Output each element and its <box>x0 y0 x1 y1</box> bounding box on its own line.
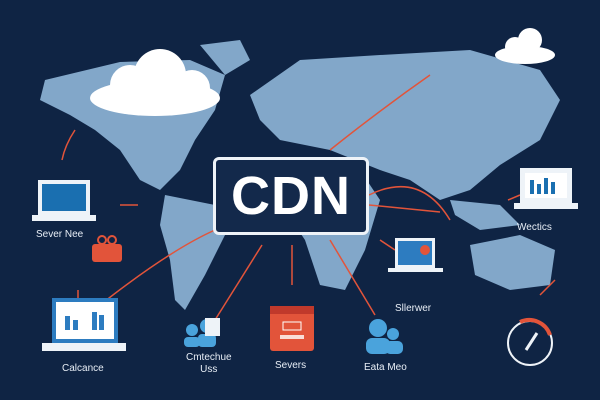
label-calcance: Calcance <box>62 363 104 374</box>
laptop-icon-calcance <box>42 298 126 351</box>
label-cmtechue-line1: Cmtechue <box>186 352 232 363</box>
server-rack-icon <box>270 306 314 351</box>
australia <box>470 235 555 290</box>
label-sllerwer: Sllerwer <box>395 303 432 314</box>
laptop-icon-sllerwer <box>388 238 443 272</box>
laptop-icon-server-node <box>32 180 96 221</box>
southeast-asia <box>450 200 520 230</box>
cloud-icon-right <box>495 28 555 64</box>
cloud-icon-left <box>90 49 220 116</box>
label-cmtechue-line2: Uss <box>200 364 218 375</box>
cdn-title-box: CDN <box>213 157 369 235</box>
briefcase-icon <box>92 235 122 262</box>
label-data-meo: Eata Meo <box>364 362 407 373</box>
label-metrics: Wectics <box>517 222 552 233</box>
laptop-icon-metrics <box>514 168 578 209</box>
europe-asia <box>250 50 560 200</box>
speedometer-icon <box>507 318 553 366</box>
south-america <box>160 195 225 310</box>
cdn-title: CDN <box>231 166 351 226</box>
greenland <box>200 40 250 75</box>
users-icon-data <box>366 319 403 354</box>
label-servers: Severs <box>275 360 307 371</box>
users-icon-cmtechue <box>184 318 220 347</box>
label-server-node: Sever Nee <box>36 229 84 240</box>
